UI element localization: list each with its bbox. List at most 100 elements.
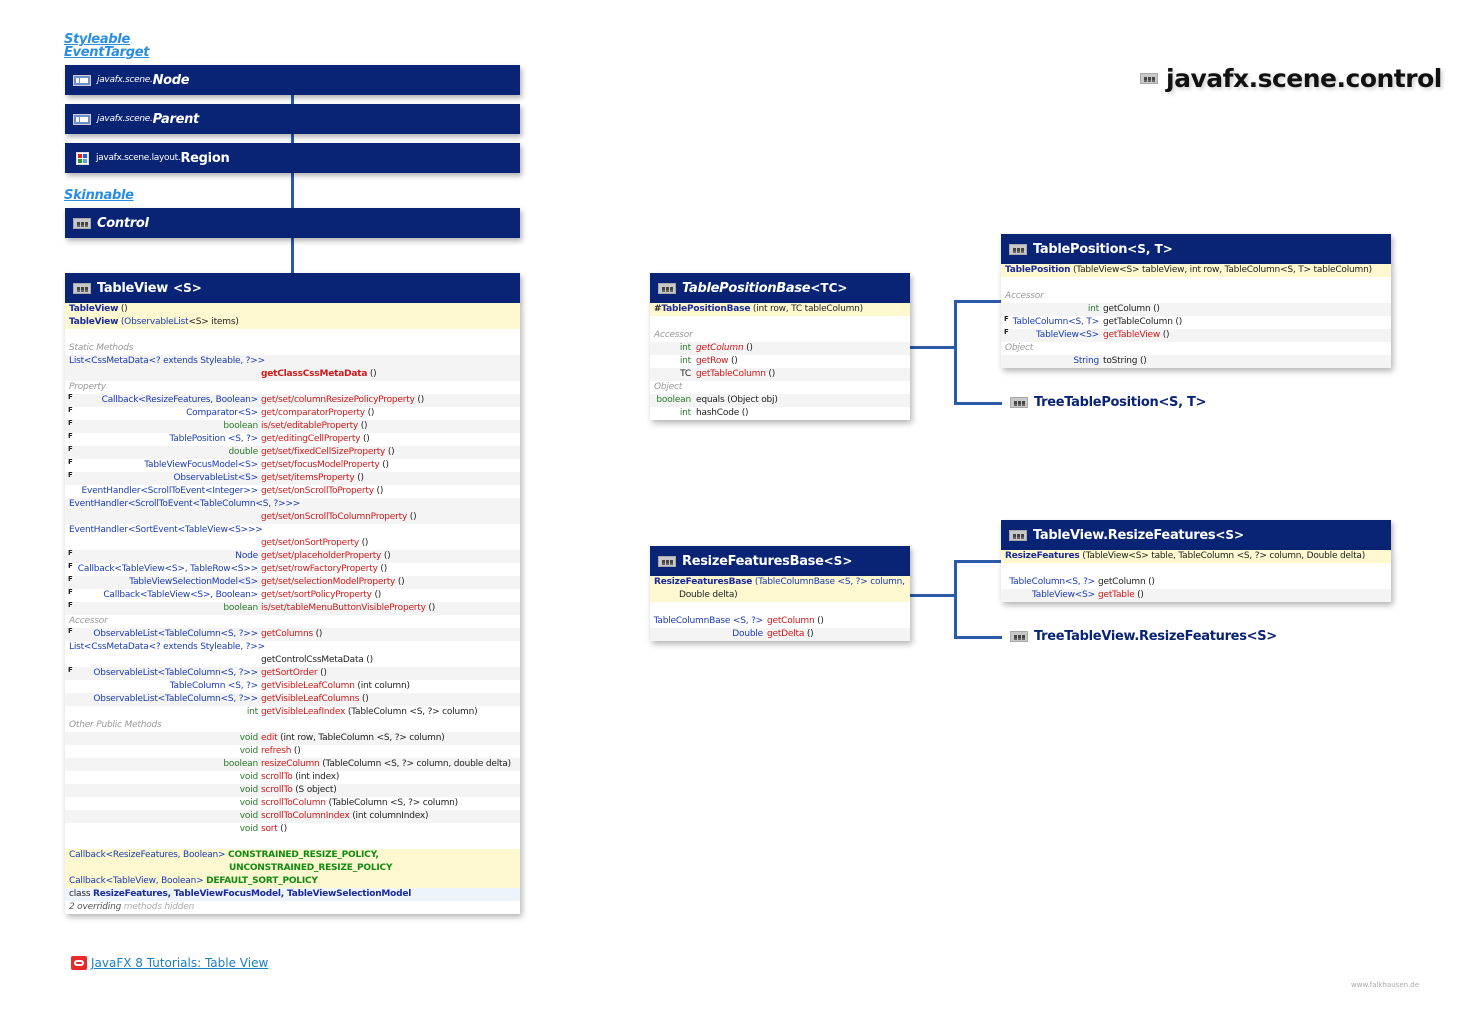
- method-name: getRow: [696, 356, 729, 366]
- constructor-row[interactable]: TableView (): [65, 303, 520, 316]
- class-tableview-resizefeatures-header[interactable]: TableView.ResizeFeatures<S>: [1001, 520, 1391, 550]
- method-row[interactable]: EventHandler<ScrollToEvent<Integer>>get/…: [65, 485, 520, 498]
- method-name: get/set/fixedCellSizeProperty: [261, 447, 386, 457]
- interface-styleable-link[interactable]: Styleable: [64, 32, 130, 47]
- method-args: (): [363, 434, 370, 444]
- method-row[interactable]: EventHandler<SortEvent<TableView<S>>>: [69, 525, 263, 535]
- method-row[interactable]: TableColumn<S, ?>getColumn (): [1001, 576, 1391, 589]
- method-row[interactable]: ObservableList<TableColumn<S, ?>>getVisi…: [65, 693, 520, 706]
- constant-row[interactable]: UNCONSTRAINED_RESIZE_POLICY: [65, 862, 520, 875]
- return-type: int: [246, 707, 258, 717]
- method-args: (): [357, 473, 364, 483]
- method-row[interactable]: get/set/onSortProperty (): [261, 538, 369, 548]
- class-control-header[interactable]: Control: [65, 208, 520, 238]
- class-treetableposition[interactable]: TreeTablePosition<S, T>: [1010, 395, 1206, 410]
- class-resizefeaturesbase-header[interactable]: ResizeFeaturesBase<S>: [650, 546, 910, 576]
- method-name: get/set/focusModelProperty: [261, 460, 380, 470]
- constructor-row[interactable]: TableView (ObservableList<S> items): [65, 316, 520, 329]
- method-row[interactable]: List<CssMetaData<? extends Styleable, ?>…: [65, 355, 520, 368]
- class-region-header[interactable]: javafx.scene.layout.Region: [65, 143, 520, 173]
- method-row[interactable]: EventHandler<ScrollToEvent<TableColumn<S…: [65, 498, 520, 511]
- method-row[interactable]: getClassCssMetaData (): [65, 368, 520, 381]
- tutorial-link[interactable]: JavaFX 8 Tutorials: Table View: [71, 956, 268, 970]
- interface-eventtarget-link[interactable]: EventTarget: [64, 45, 150, 60]
- class-name: TablePosition: [1033, 241, 1128, 257]
- constructor-row[interactable]: TablePosition (TableView<S> tableView, i…: [1001, 264, 1391, 277]
- method-row[interactable]: getControlCssMetaData (): [261, 655, 373, 665]
- method-args: (): [360, 421, 368, 431]
- constructor-row[interactable]: ResizeFeatures (TableView<S> table, Tabl…: [1001, 550, 1391, 563]
- interface-skinnable-link[interactable]: Skinnable: [64, 188, 134, 203]
- method-row[interactable]: TableColumn <S, ?>getVisibleLeafColumn (…: [65, 680, 520, 693]
- method-name: scrollTo: [261, 772, 293, 782]
- method-row[interactable]: List<CssMetaData<? extends Styleable, ?>…: [69, 642, 265, 652]
- method-row[interactable]: TableColumnBase <S, ?>getColumn (): [650, 615, 910, 628]
- connector-line: [954, 636, 1002, 639]
- constructor-row[interactable]: ResizeFeaturesBase (TableColumnBase <S, …: [650, 576, 910, 589]
- class-treetableview-resizefeatures[interactable]: TreeTableView.ResizeFeatures<S>: [1010, 629, 1277, 644]
- class-parent-header[interactable]: javafx.scene.Parent: [65, 104, 520, 134]
- return-type: TableView<S>: [1031, 590, 1095, 600]
- class-node-header[interactable]: javafx.scene.Node: [65, 65, 520, 95]
- class-tablepositionbase-header[interactable]: TablePositionBase<TC>: [650, 273, 910, 303]
- class-tableposition-header[interactable]: TablePosition<S, T>: [1001, 234, 1391, 264]
- method-row[interactable]: get/set/onScrollToColumnProperty (): [65, 511, 520, 524]
- inheritance-line: [291, 94, 294, 274]
- constructor-row[interactable]: Double delta): [650, 589, 910, 602]
- constructor-row[interactable]: #TablePositionBase (int row, TC tableCol…: [650, 303, 910, 316]
- return-type: Callback<ResizeFeatures, Boolean>: [101, 395, 259, 405]
- class-tableview-header[interactable]: TableView <S>: [65, 273, 520, 303]
- package-icon: [1140, 73, 1158, 84]
- section-label: Object: [654, 382, 683, 392]
- class-name: TablePositionBase: [682, 280, 811, 296]
- method-args: (): [367, 408, 375, 418]
- constant-row[interactable]: Callback<TableView, Boolean> DEFAULT_SOR…: [65, 875, 520, 888]
- tutorial-link-text[interactable]: JavaFX 8 Tutorials: Table View: [91, 956, 269, 970]
- method-name: getColumn: [696, 343, 744, 353]
- credit-text: www.falkhausen.de: [1351, 981, 1420, 989]
- overriding-note: 2 overriding methods hidden: [69, 902, 195, 912]
- final-modifier: F: [68, 445, 73, 453]
- nested-classes-row[interactable]: class ResizeFeatures, TableViewFocusMode…: [65, 888, 520, 901]
- constant-row[interactable]: Callback<ResizeFeatures, Boolean> CONSTR…: [65, 849, 520, 862]
- return-type: EventHandler<ScrollToEvent<Integer>>: [81, 486, 259, 496]
- method-name: getTableView: [1103, 330, 1161, 340]
- method-row[interactable]: TableView<S>getTable (): [1001, 589, 1391, 602]
- method-name: sort: [261, 824, 278, 834]
- connector-line: [954, 560, 1002, 563]
- method-args: (int columnIndex): [352, 811, 429, 821]
